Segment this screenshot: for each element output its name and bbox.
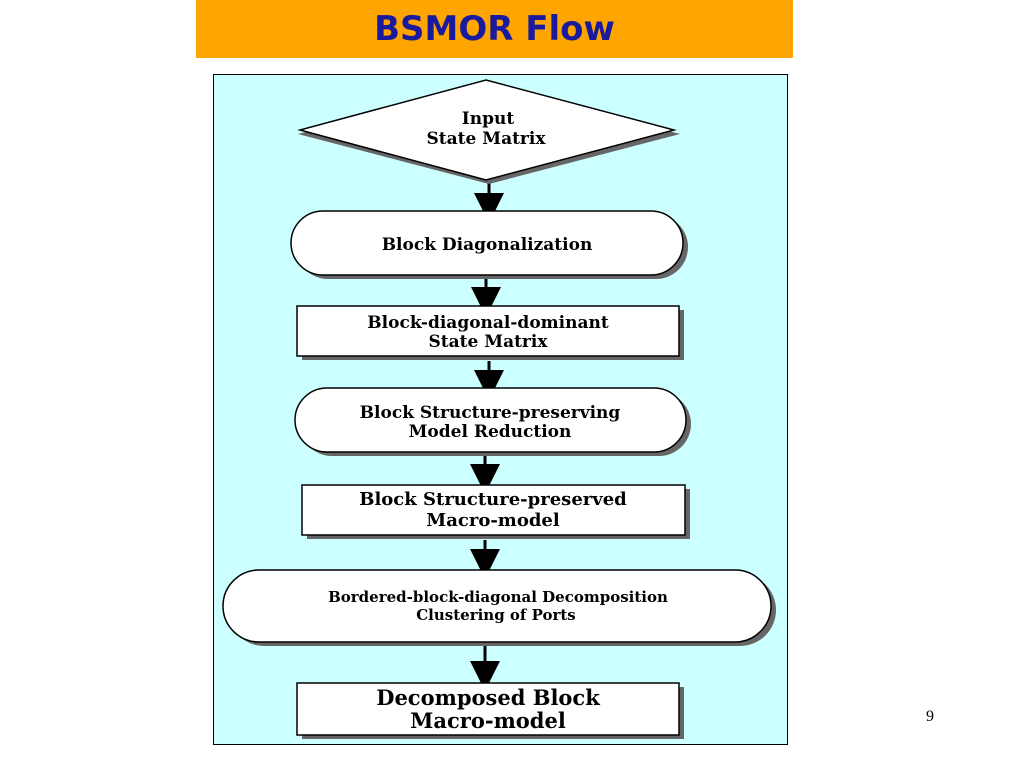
slide-title: BSMOR Flow	[374, 9, 615, 49]
node-bbd-line-2: Clustering of Ports	[416, 606, 576, 624]
node-bdd-line-2: State Matrix	[429, 332, 549, 352]
node-bsp-reduction-line-2: Model Reduction	[409, 422, 572, 442]
node-bsp-reduction-line-1: Block Structure-preserving	[360, 403, 621, 423]
node-bdd-line-1: Block-diagonal-dominant	[367, 313, 609, 333]
node-decomposed-line-2: Macro-model	[410, 708, 566, 733]
node-bsp-macro-line-1: Block Structure-preserved	[359, 489, 627, 510]
node-bsp-macro-line-2: Macro-model	[426, 510, 560, 531]
node-input-line-2: State Matrix	[427, 129, 547, 149]
page-number: 9	[926, 708, 934, 725]
node-input-line-1: Input	[462, 109, 515, 129]
node-block-diagonalization-line-1: Block Diagonalization	[382, 235, 593, 255]
node-bbd-decomposition: Bordered-block-diagonal Decomposition Cl…	[222, 569, 776, 646]
node-block-diagonalization: Block Diagonalization	[290, 210, 688, 279]
node-bsp-reduction: Block Structure-preserving Model Reducti…	[294, 387, 691, 456]
node-bsp-macro-model: Block Structure-preserved Macro-model	[301, 484, 690, 539]
arrows	[470, 182, 504, 691]
node-decomposed-line-1: Decomposed Block	[376, 685, 600, 710]
node-input: Input State Matrix	[297, 79, 680, 184]
node-decomposed-macro-model: Decomposed Block Macro-model	[296, 682, 684, 739]
node-bbd-line-1: Bordered-block-diagonal Decomposition	[328, 588, 668, 606]
node-bdd-state-matrix: Block-diagonal-dominant State Matrix	[296, 305, 684, 360]
title-bar: BSMOR Flow	[196, 0, 793, 58]
